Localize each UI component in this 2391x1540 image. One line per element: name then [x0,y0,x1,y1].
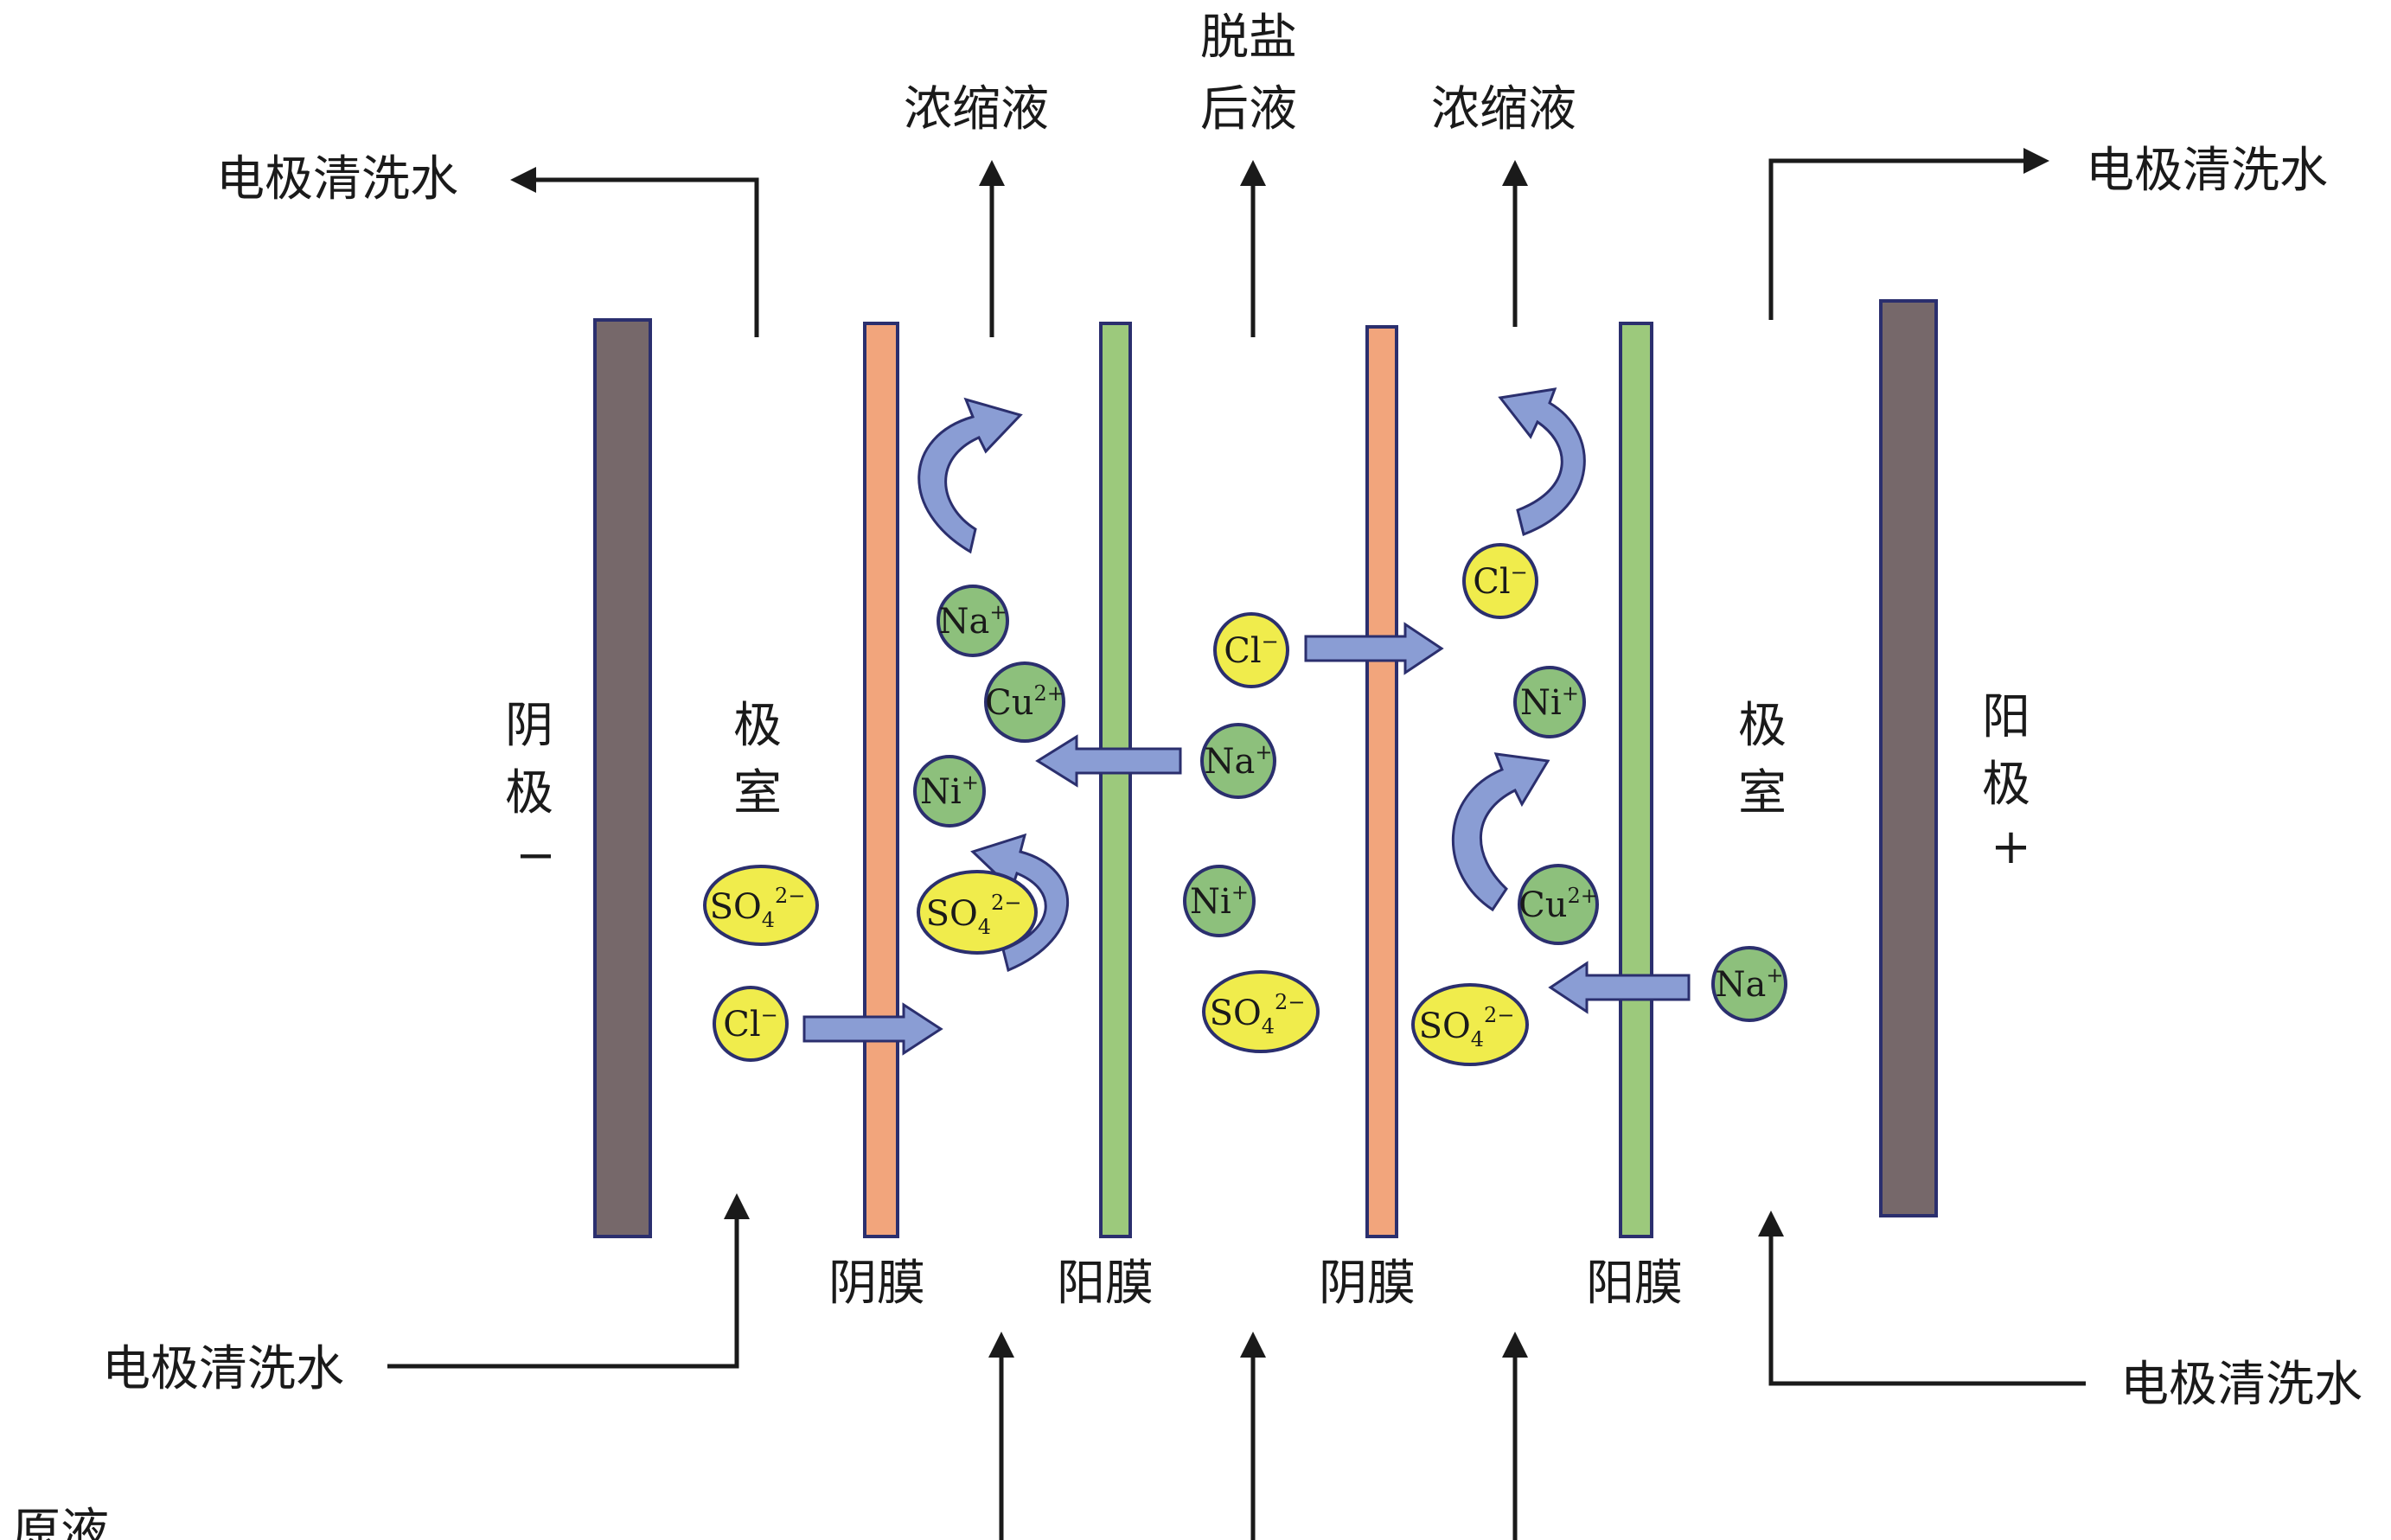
label-cation-membrane-2: 阳膜 [1586,1256,1683,1312]
label-desalted-line2: 后液 [1200,81,1297,137]
ion-ni-3-shape [1513,666,1586,738]
anode-electrode [1879,299,1938,1217]
ion-na-2-shape [1200,723,1276,799]
ion-ni-2-label: Ni+ [1190,880,1249,922]
ion-ni-1-shape [913,755,986,828]
ion-cl-1-label: Cl− [723,1003,778,1045]
rebound-arrow-top-left [917,397,1023,554]
ion-cl-2-shape [1213,612,1289,688]
ion-so4-2-shape [917,870,1038,955]
ion-na-1-shape [937,585,1009,657]
ion-cu-1-label: Cu2+ [985,681,1064,723]
text-labels: 电极清洗水 电极清洗水 电极清洗水 电极清洗水 浓缩液 浓缩液 脱盐 后液 原液… [12,10,2362,1540]
ion-so4-1-label: SO42− [710,884,806,932]
ion-na-2-label: Na+ [1205,740,1273,782]
cathode-electrode [593,318,652,1238]
ion-cu-2-label: Cu2+ [1518,884,1598,925]
na-transport-arrow-left [1035,734,1182,788]
ion-na-1-label: Na+ [939,600,1007,642]
ion-cl-3-shape [1462,543,1538,619]
label-wash-out-right: 电极清洗水 [2086,143,2328,199]
anion-membrane-1 [863,322,899,1238]
ion-so4-1-shape [703,865,819,946]
ion-so4-4-label: SO42− [1419,1003,1515,1051]
ion-ni-2-shape [1183,865,1256,937]
ion-cl-2-label: Cl− [1224,629,1279,671]
ion-na-3-label: Na+ [1716,963,1784,1005]
ion-na-3-shape [1711,946,1787,1022]
label-anion-membrane-2: 阴膜 [1319,1256,1416,1312]
rebound-arrows [917,387,1586,973]
ion-cl-1-shape [713,986,789,1062]
rebound-arrow-bottom-right [1452,752,1550,912]
anion-membrane-2 [1365,325,1398,1238]
label-cathode-sign: − [515,828,556,884]
cation-membrane-2 [1619,322,1653,1238]
wash-out-left-line [510,167,759,337]
ion-so4-2-label: SO42− [926,891,1022,939]
cl-transport-arrow-left [802,1002,943,1056]
label-cathode-char1: 阴 [505,698,553,754]
label-chamber-left-char1: 极 [733,698,782,754]
ion-cu-1-shape [984,661,1065,743]
label-concentrate-left: 浓缩液 [904,81,1049,137]
label-chamber-right-char2: 室 [1738,765,1787,821]
ions: Na+ Cu2+ Ni+ Na+ Ni+ Ni+ Cu2+ Na+ SO42− … [703,543,1787,1066]
label-wash-in-left: 电极清洗水 [102,1341,344,1397]
label-desalted-line1: 脱盐 [1200,10,1297,66]
label-cathode-char2: 极 [505,765,553,821]
ion-cu-2-shape [1518,864,1599,945]
flow-lines [387,148,2086,1540]
label-chamber-right-char1: 极 [1738,698,1787,754]
label-anion-membrane-1: 阴膜 [828,1256,925,1312]
label-anode-sign: + [1991,819,2031,875]
label-wash-out-left: 电极清洗水 [216,151,458,208]
wash-in-right-line [1758,1211,2086,1386]
ion-ni-3-label: Ni+ [1520,681,1579,723]
label-cation-membrane-1: 阳膜 [1057,1256,1154,1312]
na-transport-arrow-right [1548,961,1691,1014]
wash-in-left-line [387,1193,750,1369]
ion-cl-3-label: Cl− [1473,560,1528,602]
label-concentrate-right: 浓缩液 [1431,81,1576,137]
wash-out-right-line [1768,148,2049,320]
label-chamber-left-char2: 室 [733,765,782,821]
label-wash-in-right: 电极清洗水 [2120,1357,2362,1413]
label-raw-liquid: 原液 [12,1504,109,1540]
ion-so4-4-shape [1411,983,1529,1066]
label-anode-char1: 阳 [1982,689,2030,745]
cl-transport-arrow-center [1304,622,1444,675]
rebound-arrow-bottom-left [970,833,1069,973]
ion-ni-1-label: Ni+ [920,770,979,812]
label-anode-char2: 极 [1982,757,2030,813]
rebound-arrow-top-right [1498,387,1586,536]
ion-so4-3-label: SO42− [1210,990,1306,1038]
cation-membrane-1 [1099,322,1132,1238]
ion-so4-3-shape [1202,970,1320,1053]
transport-arrows [802,622,1691,1056]
